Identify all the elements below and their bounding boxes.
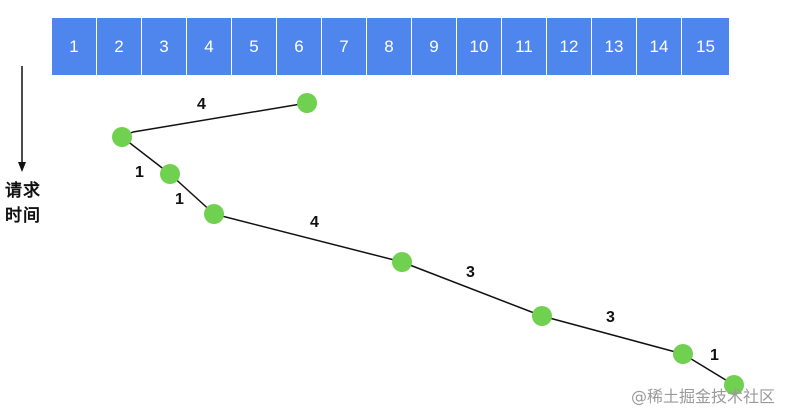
watermark: @稀土掘金技术社区 (630, 387, 775, 406)
slot-cell: 13 (592, 18, 637, 75)
path-node (112, 127, 132, 147)
path-edge (541, 315, 684, 355)
slot-cell: 2 (97, 18, 142, 75)
edge-label: 3 (606, 309, 615, 326)
axis-label-line1: 请求 (5, 181, 41, 200)
path-node (392, 252, 412, 272)
path-edge (121, 136, 171, 175)
edge-label: 1 (710, 347, 719, 364)
slot-cell: 8 (367, 18, 412, 75)
slot-cell: 9 (412, 18, 457, 75)
slot-cell: 1 (52, 18, 97, 75)
path-node (297, 93, 317, 113)
axis-label-line2: 时间 (5, 206, 41, 225)
path-node (673, 344, 693, 364)
slot-cell: 10 (457, 18, 502, 75)
position-track: 1 2 3 4 5 6 7 8 9 10 11 12 13 14 15 (52, 18, 729, 75)
edge-label: 1 (135, 164, 144, 181)
path-node (160, 164, 180, 184)
path-node (532, 306, 552, 326)
slot-cell: 5 (232, 18, 277, 75)
path-node (724, 375, 744, 395)
path-node (204, 204, 224, 224)
slot-cell: 14 (637, 18, 682, 75)
path-edge (213, 213, 403, 263)
time-axis-arrow-icon (18, 66, 26, 172)
slot-cell: 15 (682, 18, 729, 75)
slot-cell: 12 (547, 18, 592, 75)
slot-cell: 3 (142, 18, 187, 75)
edge-label: 4 (310, 214, 319, 231)
path-edge (132, 102, 308, 133)
path-edge (401, 261, 543, 317)
slot-cell: 6 (277, 18, 322, 75)
slot-cell: 11 (502, 18, 547, 75)
slot-cell: 7 (322, 18, 367, 75)
edge-label: 4 (197, 96, 206, 113)
edge-label: 3 (466, 264, 475, 281)
slot-cell: 4 (187, 18, 232, 75)
edge-label: 1 (175, 191, 184, 208)
